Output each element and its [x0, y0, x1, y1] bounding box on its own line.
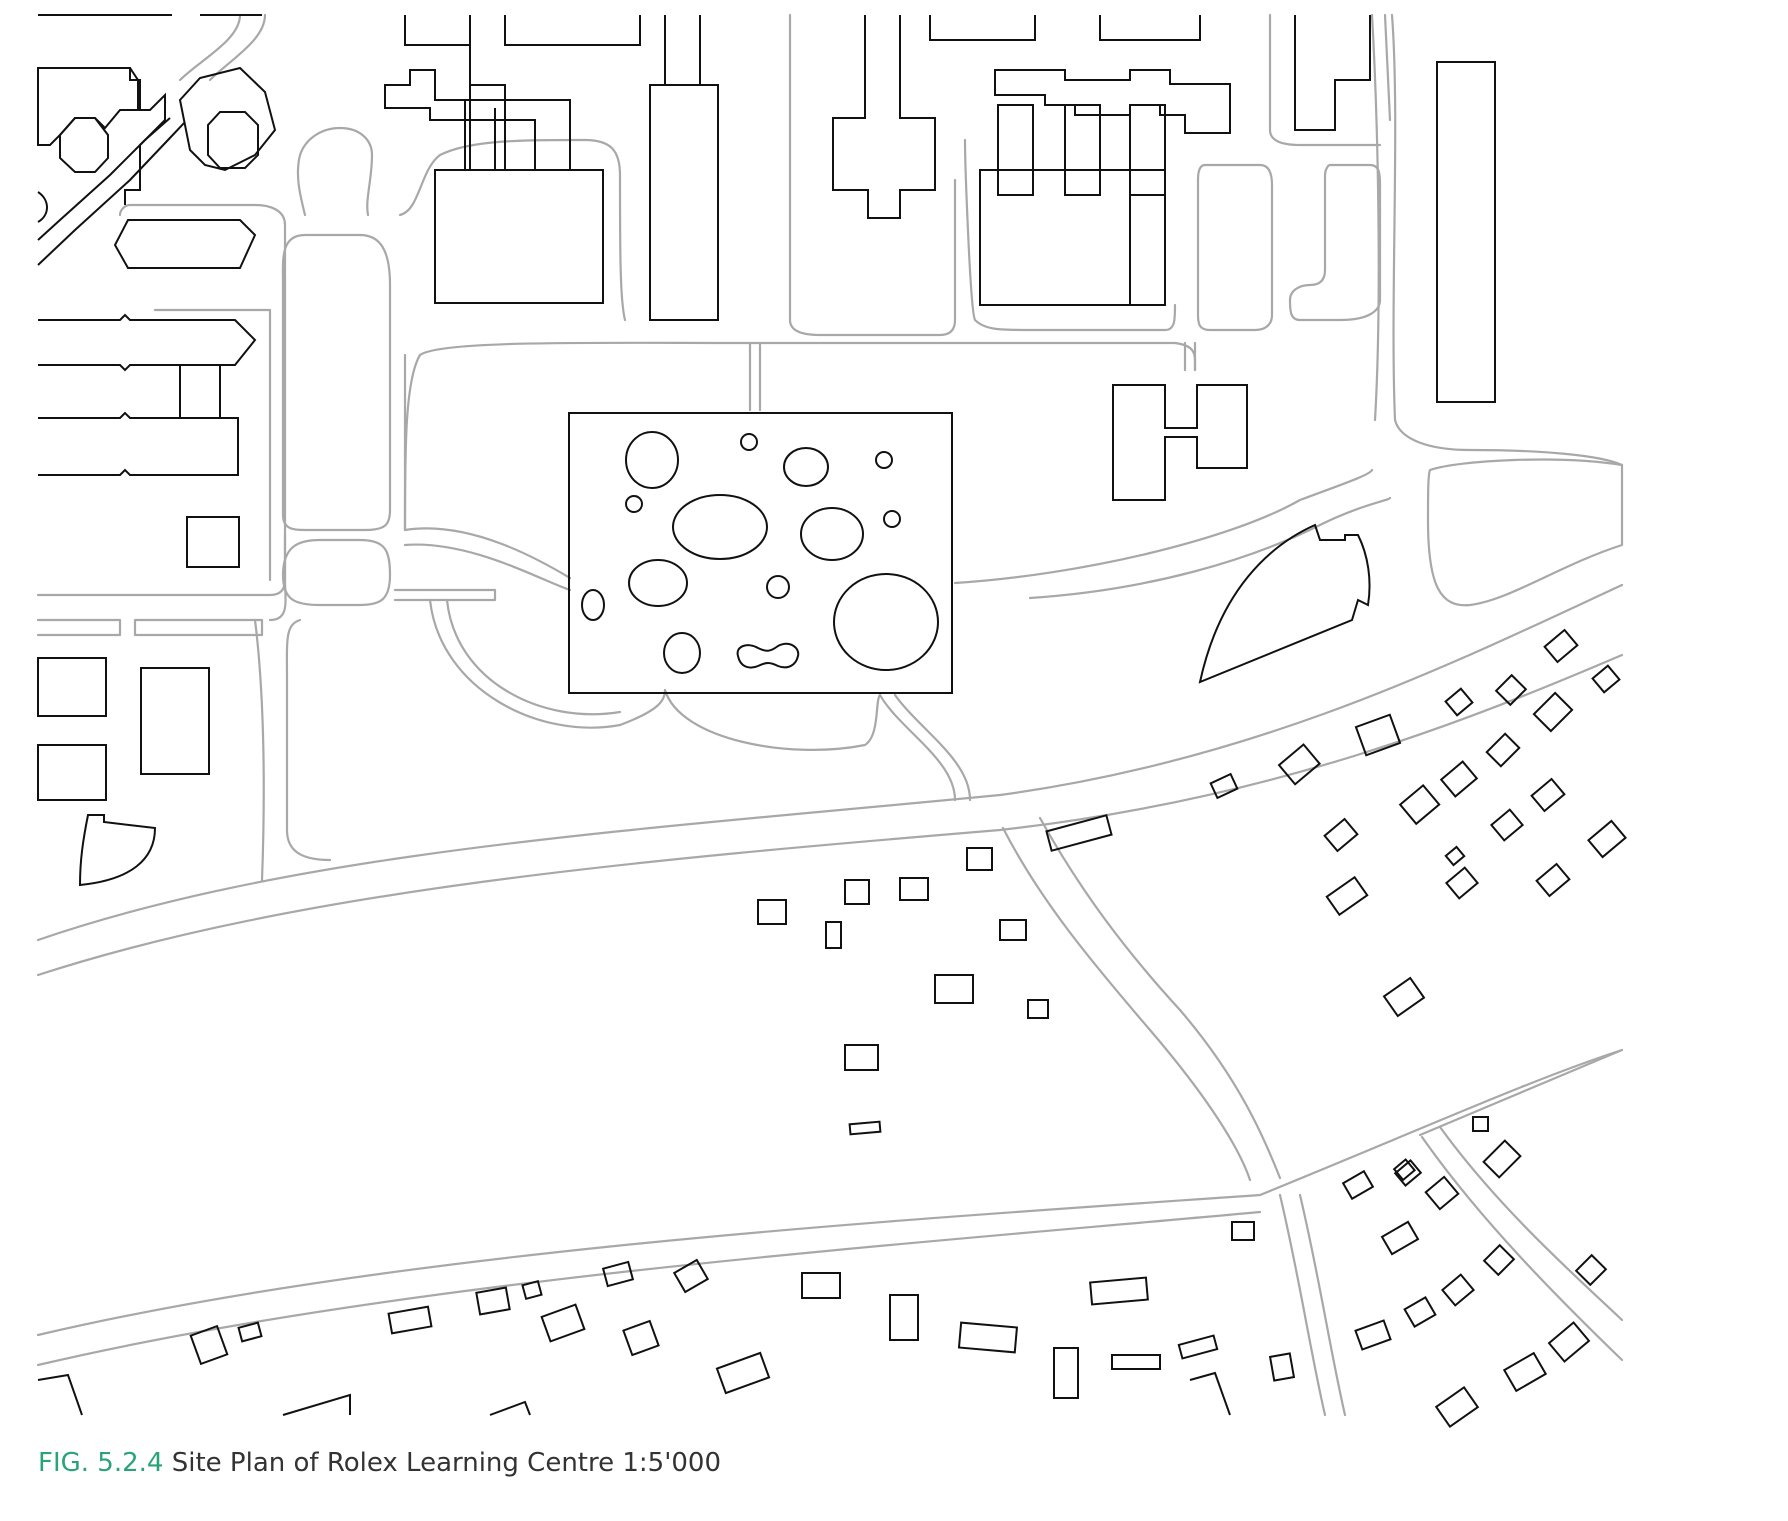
road-network	[36, 13, 1624, 1417]
building-footprints	[37, 14, 1627, 1428]
figure-title: Site Plan of Rolex Learning Centre 1:5'0…	[171, 1448, 721, 1478]
learning-centre-courtyards	[581, 431, 939, 674]
figure-number: FIG. 5.2.4	[38, 1448, 164, 1478]
figure-caption: FIG. 5.2.4 Site Plan of Rolex Learning C…	[38, 1448, 721, 1478]
